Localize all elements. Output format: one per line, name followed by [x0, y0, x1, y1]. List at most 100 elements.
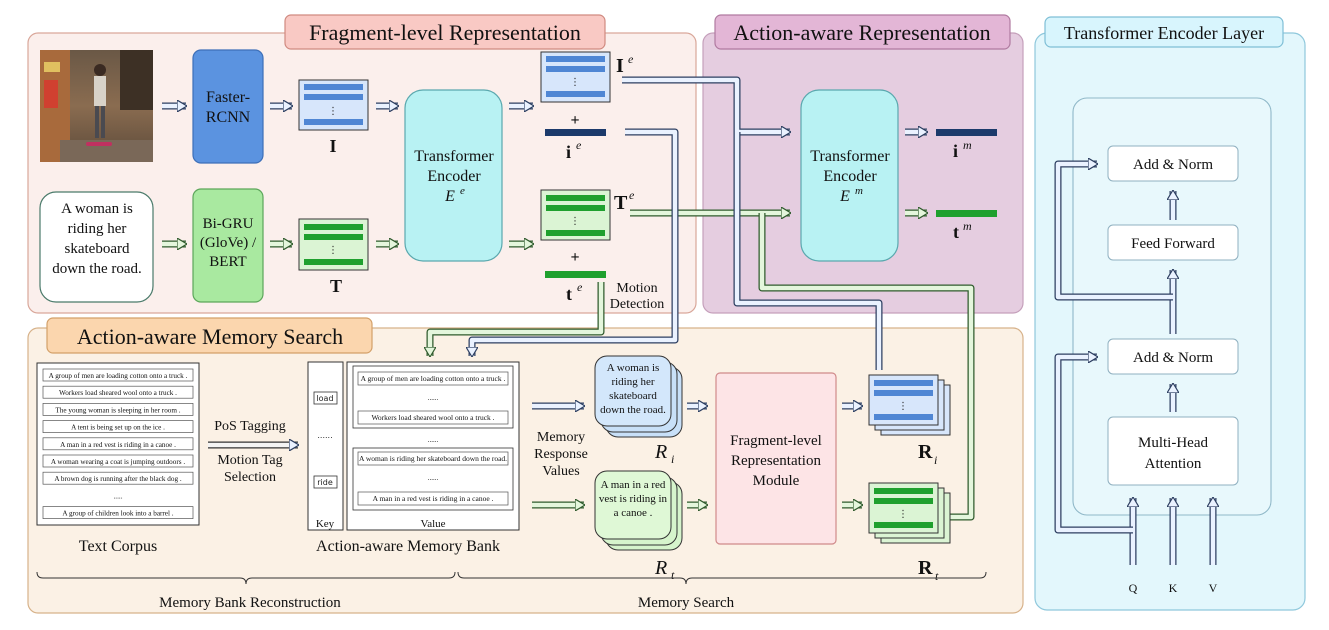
svg-text:Transformer Encoder Layer: Transformer Encoder Layer	[1064, 23, 1264, 43]
memory-search-label: Memory Search	[638, 595, 735, 611]
svg-text:Multi-Head: Multi-Head	[1138, 435, 1208, 451]
svg-text:Action-aware Representation: Action-aware Representation	[733, 20, 990, 45]
faster-rcnn-box: Faster- RCNN	[192, 49, 264, 164]
svg-text:Add & Norm: Add & Norm	[1133, 157, 1213, 173]
corpus-item: A tent is being set up on the ice .	[71, 424, 165, 432]
svg-text:ride: ride	[317, 478, 333, 487]
svg-text:R: R	[654, 557, 667, 579]
svg-text:I: I	[616, 55, 624, 77]
bottom-braces	[36, 571, 987, 585]
svg-text:T: T	[330, 276, 342, 296]
svg-text:down the road.: down the road.	[52, 261, 142, 277]
connector-arrows	[430, 76, 975, 521]
svg-text:e: e	[629, 188, 635, 202]
transformer-encoder-e: Transformer Encoder E e	[404, 89, 503, 262]
svg-text:⋮: ⋮	[328, 245, 338, 256]
corpus-item-box	[42, 385, 194, 399]
svg-text:Module: Module	[753, 473, 800, 489]
svg-text:Transformer: Transformer	[810, 148, 890, 165]
svg-text:......: ......	[428, 474, 439, 482]
qkv-labels: Q K V	[1129, 581, 1218, 595]
svg-text:(GloVe) /: (GloVe) /	[200, 235, 257, 251]
svg-text:I: I	[329, 136, 336, 156]
svg-text:Fragment-level Representation: Fragment-level Representation	[309, 20, 581, 45]
svg-text:riding her: riding her	[611, 376, 654, 388]
svg-text:m: m	[963, 219, 972, 233]
corpus-item-box	[42, 403, 194, 416]
svg-text:Transformer: Transformer	[414, 148, 494, 165]
svg-text:V: V	[1209, 581, 1218, 595]
svg-text:Fragment-level: Fragment-level	[730, 433, 822, 449]
svg-text:Action-aware Memory Search: Action-aware Memory Search	[77, 324, 343, 349]
Ri-response-cards: A woman is riding her skateboard down th…	[594, 355, 683, 466]
svg-text:Motion Tag: Motion Tag	[217, 453, 282, 468]
svg-text:Action-aware Memory Bank: Action-aware Memory Bank	[316, 538, 500, 555]
transformer-encoder-m: Transformer Encoder E m	[800, 89, 899, 262]
Ie-feature-block: ⋮ I e	[540, 51, 634, 103]
input-caption: A woman is riding her skateboard down th…	[39, 191, 154, 303]
multi-head-attention-box: Multi-Head Attention	[1107, 416, 1239, 486]
add-norm-top: Add & Norm	[1107, 145, 1239, 182]
corpus-item-box	[42, 506, 194, 519]
svg-text:t: t	[935, 569, 939, 583]
svg-text:RCNN: RCNN	[206, 109, 251, 126]
corpus-item-box	[42, 368, 194, 382]
te-token: t e	[545, 271, 606, 304]
svg-text:PoS Tagging: PoS Tagging	[214, 419, 286, 434]
corpus-item: A man in a red vest is riding in a canoe…	[60, 441, 176, 449]
svg-text:vest is riding in: vest is riding in	[599, 493, 668, 505]
add-norm-bottom: Add & Norm	[1107, 338, 1239, 375]
svg-text:......: ......	[428, 436, 439, 444]
svg-text:load: load	[316, 394, 333, 403]
fragment-representation-module: Fragment-level Representation Module	[715, 372, 837, 545]
svg-text:Value: Value	[420, 518, 445, 530]
corpus-item-box	[42, 420, 194, 433]
Rt-feature-stack: ⋮ R t	[868, 482, 951, 583]
svg-text:Q: Q	[1129, 581, 1138, 595]
svg-text:riding her: riding her	[68, 221, 127, 237]
pos-tagging-label: PoS Tagging Motion Tag Selection	[214, 419, 286, 485]
svg-text:m: m	[855, 185, 863, 197]
T-feature-block: ⋮ T	[298, 218, 369, 296]
svg-text:Bi-GRU: Bi-GRU	[203, 216, 254, 232]
layer-arrows	[1054, 164, 1213, 565]
svg-text:Feed Forward: Feed Forward	[1131, 236, 1215, 252]
svg-text:Selection: Selection	[224, 470, 276, 485]
memory-bank: load ...... ride Key A group of men are …	[307, 361, 520, 555]
corpus-item: A woman wearing a coat is jumping outdoo…	[51, 458, 186, 466]
svg-text:down the road.: down the road.	[600, 404, 666, 416]
svg-text:e: e	[460, 185, 465, 197]
svg-text:A man in a red: A man in a red	[601, 479, 666, 491]
svg-text:A woman is: A woman is	[607, 362, 660, 374]
svg-text:t: t	[953, 222, 959, 242]
plus-sign-i: +	[570, 112, 579, 129]
svg-text:K: K	[1169, 581, 1178, 595]
Rt-response-cards: A man in a red vest is riding in a canoe…	[594, 470, 683, 582]
svg-text:i: i	[934, 453, 937, 467]
corpus-item: Workers load sheared wool onto a truck .	[59, 389, 177, 397]
corpus-item: .....	[114, 492, 123, 500]
svg-text:skateboard: skateboard	[609, 390, 657, 402]
svg-text:skateboard: skateboard	[65, 241, 130, 257]
action-title: Action-aware Representation	[714, 14, 1011, 50]
Ri-feature-stack: ⋮ R i	[868, 374, 951, 467]
svg-text:e: e	[576, 138, 582, 152]
motion-detection-label: Motion Detection	[610, 281, 664, 312]
im-token: i m	[936, 129, 997, 161]
svg-text:E: E	[444, 188, 455, 205]
text-corpus: A group of men are loading cotton onto a…	[36, 362, 200, 555]
memory-response-label: Memory Response Values	[534, 430, 588, 479]
svg-text:......: ......	[317, 431, 332, 440]
svg-text:a canoe .: a canoe .	[614, 507, 653, 519]
svg-text:A woman is: A woman is	[61, 201, 133, 217]
svg-text:A group of men are loading cot: A group of men are loading cotton onto a…	[361, 374, 506, 383]
svg-text:⋮: ⋮	[328, 106, 338, 117]
svg-text:e: e	[628, 52, 634, 66]
svg-text:T: T	[614, 192, 628, 214]
svg-text:A woman is riding her skateboa: A woman is riding her skateboard down th…	[359, 454, 507, 463]
svg-text:Values: Values	[542, 464, 579, 479]
corpus-item: A group of men are loading cotton onto a…	[49, 372, 188, 380]
corpus-item: A group of children look into a barrel .	[62, 510, 173, 518]
memory-title: Action-aware Memory Search	[46, 317, 373, 354]
